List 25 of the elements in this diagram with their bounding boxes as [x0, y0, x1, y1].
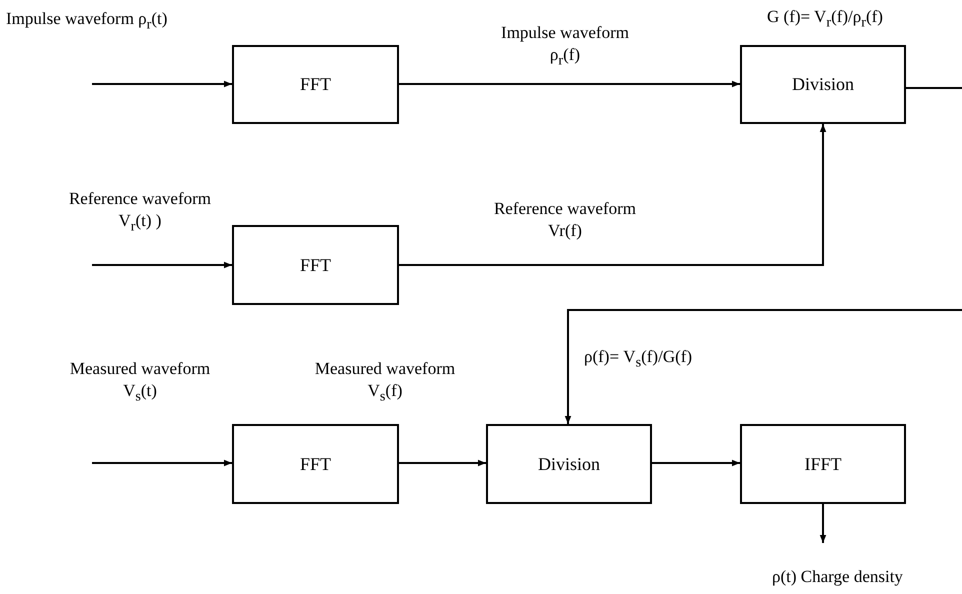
- arrow: [92, 460, 232, 466]
- edge-label: Measured waveform V$_{s}$(f): [314, 358, 456, 406]
- process-box: Division: [486, 424, 652, 504]
- process-box: IFFT: [740, 424, 906, 504]
- arrow: [820, 504, 826, 543]
- process-box: FFT: [232, 424, 399, 504]
- arrow: [399, 124, 826, 266]
- edge-label: Impulse waveform ρ$_{r}$(t): [6, 8, 168, 34]
- arrow: [564, 309, 962, 424]
- edge-label: Reference waveform Vr(f): [492, 198, 638, 242]
- edge-label: ρ(f)= V$_{s}$(f)/G(f): [584, 346, 694, 372]
- arrow: [399, 80, 740, 88]
- arrow: [399, 460, 486, 466]
- edge-label: ρ(t) Charge density: [772, 566, 904, 588]
- arrow: [652, 460, 740, 466]
- formula-label: G (f)= V$_{r}$(f)/ρ$_{r}$(f): [766, 6, 884, 32]
- connector-line: [906, 87, 962, 89]
- edge-label: Reference waveform V$_{r}$(t) ): [68, 188, 212, 236]
- process-box: FFT: [232, 45, 399, 124]
- process-box: FFT: [232, 225, 399, 305]
- edge-label: Impulse waveform ρ$_{r}$(f): [500, 22, 630, 70]
- process-box: Division: [740, 45, 906, 124]
- arrow: [92, 80, 232, 88]
- arrow: [92, 262, 232, 268]
- edge-label: Measured waveform V$_{s}$(t): [68, 358, 212, 406]
